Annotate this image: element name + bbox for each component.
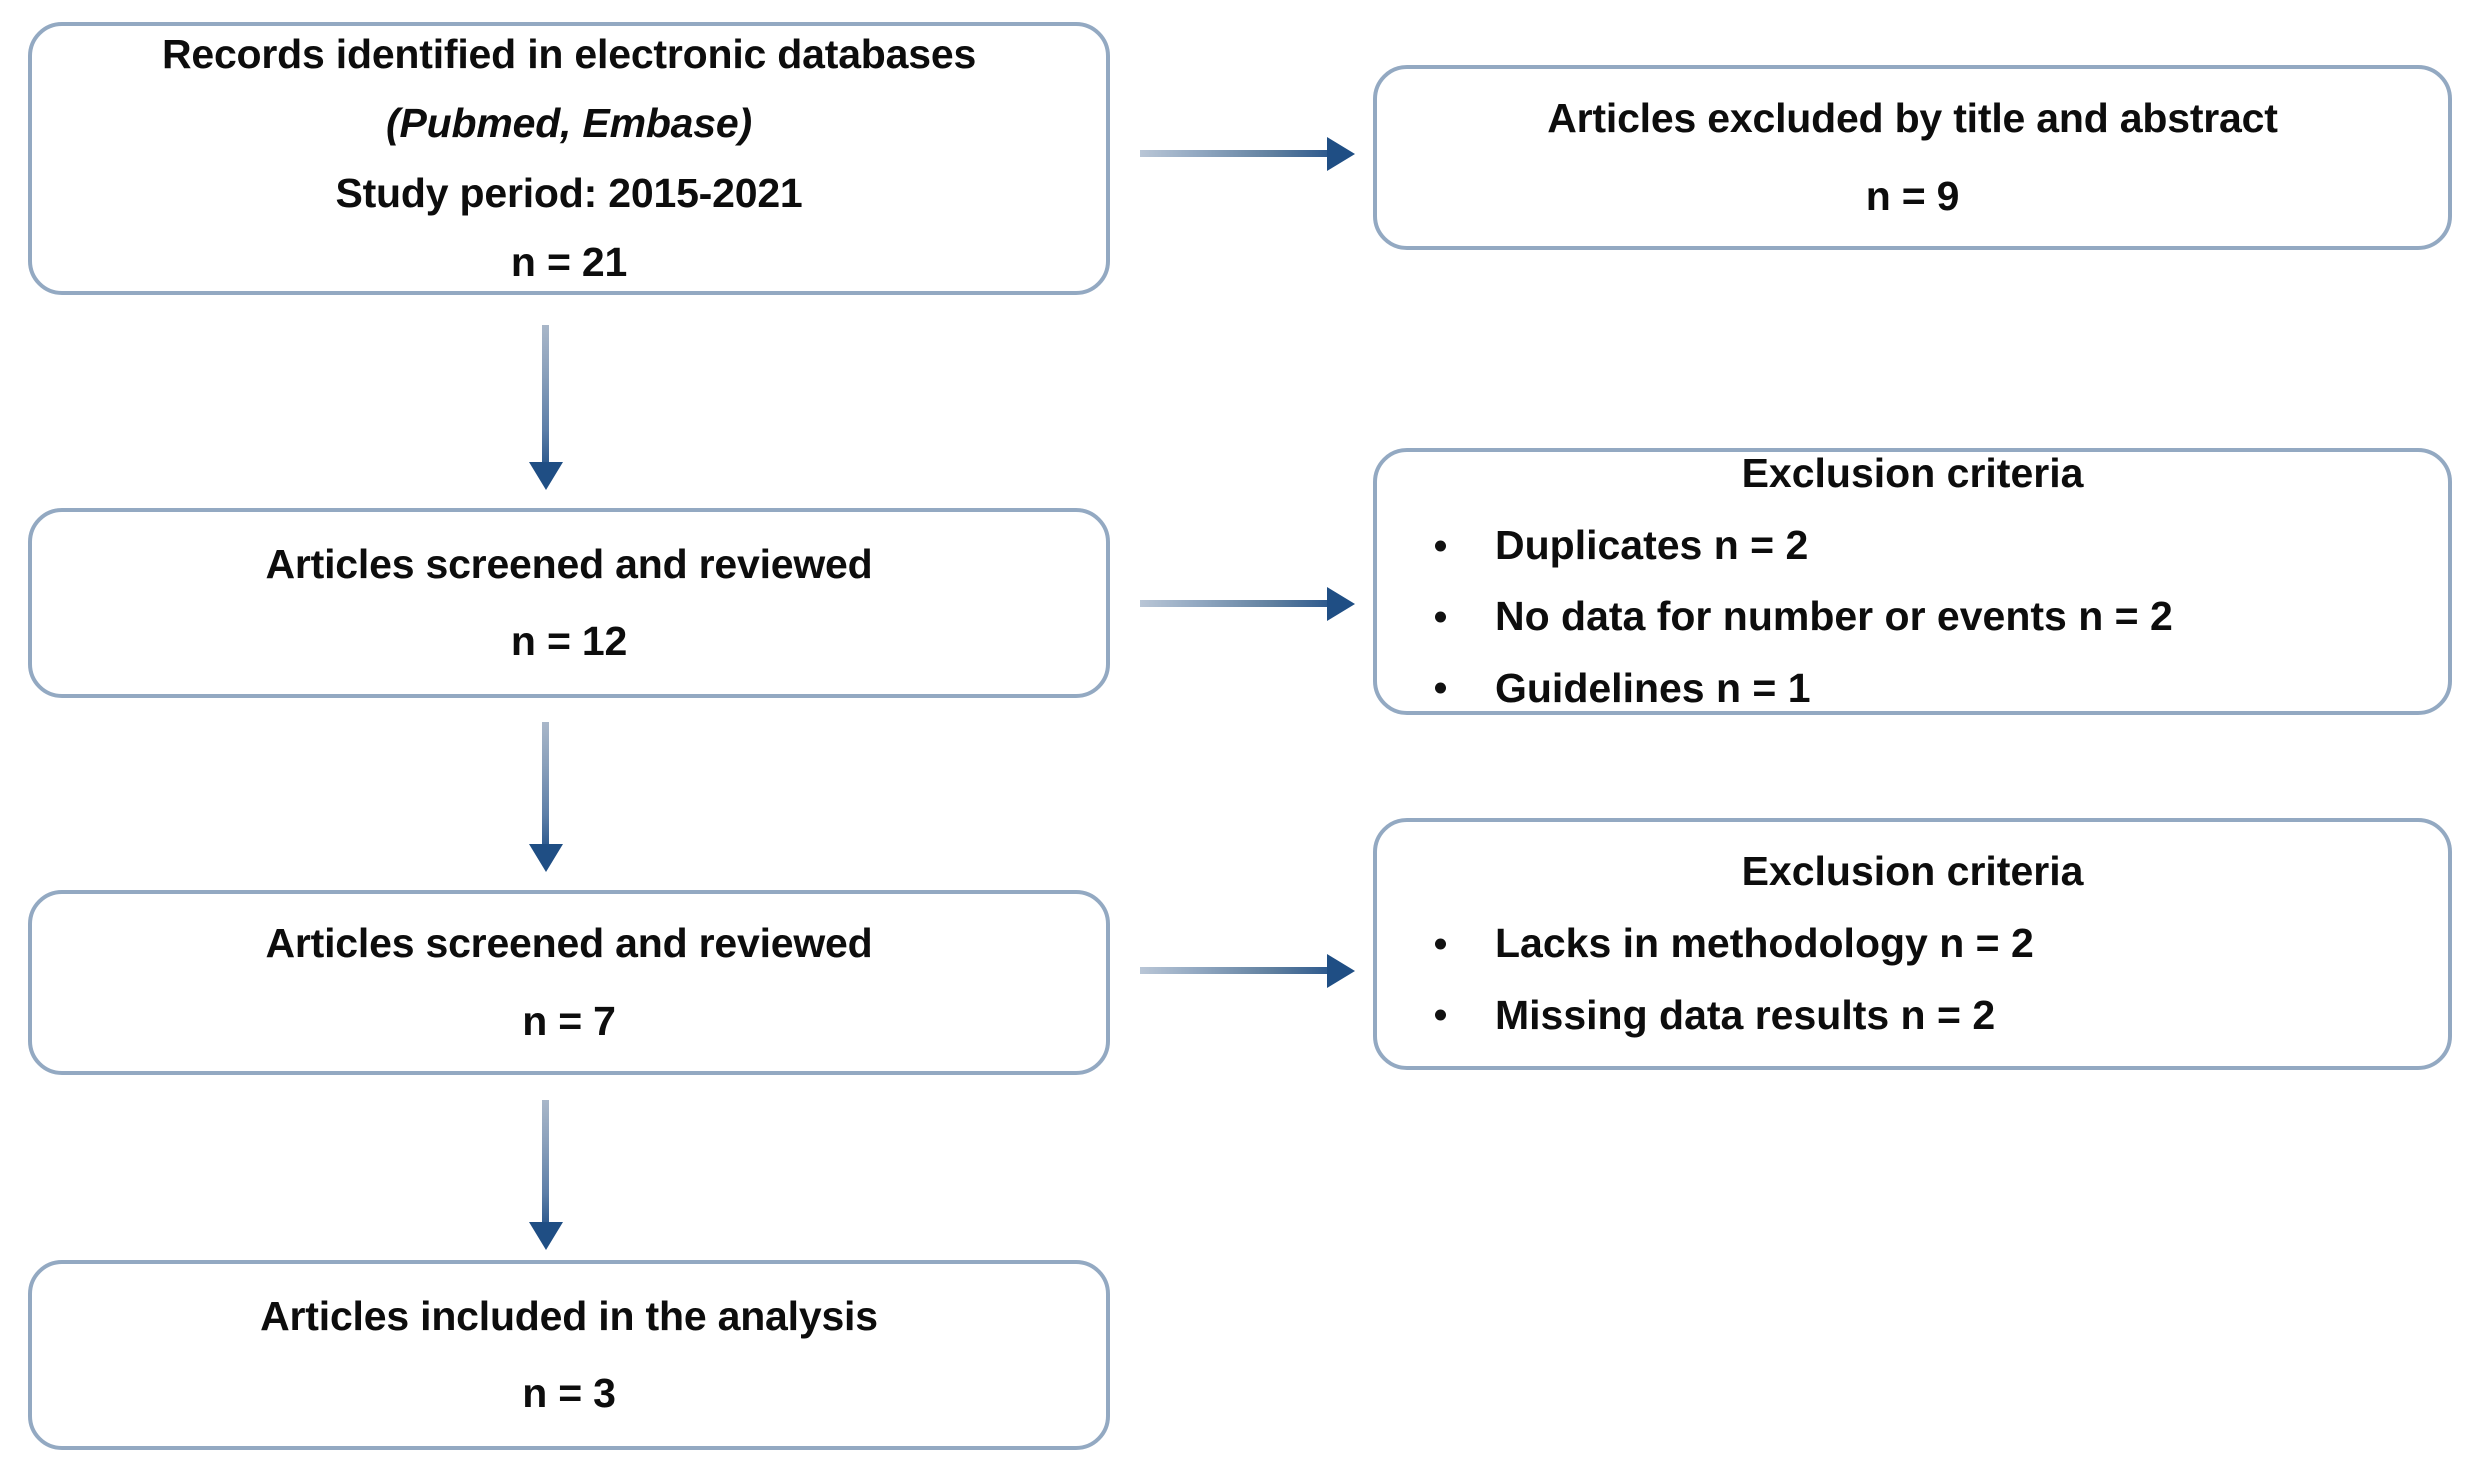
connector-screened-1-to-screened-2-arrow: [528, 722, 563, 872]
records-identified-sources: (Pubmed, Embase): [386, 100, 752, 147]
excluded-title-abstract-title: Articles excluded by title and abstract: [1547, 95, 2278, 142]
connector-screened-2-to-exclusion-2-arrow: [1140, 953, 1355, 988]
arrow-shaft: [1140, 967, 1329, 974]
bullet-icon: [1435, 682, 1446, 694]
excluded-title-abstract-count: n = 9: [1865, 172, 1960, 219]
box-exclusion-criteria-2: Exclusion criteria Lacks in methodology …: [1373, 818, 2452, 1070]
arrow-shaft: [1140, 600, 1329, 607]
arrow-head-icon: [1327, 136, 1355, 171]
screened-reviewed-1-count: n = 12: [510, 618, 628, 664]
connector-records-to-excluded-arrow: [1140, 136, 1355, 171]
list-item-label: No data for number or events n = 2: [1495, 593, 2173, 640]
box-screened-reviewed-1: Articles screened and reviewed n = 12: [28, 508, 1110, 698]
bullet-icon: [1435, 611, 1446, 623]
list-item: Missing data results n = 2: [1429, 991, 2448, 1038]
arrow-head-icon: [528, 1222, 563, 1250]
bullet-icon: [1435, 938, 1446, 950]
bullet-icon: [1435, 1009, 1446, 1021]
records-identified-title: Records identified in electronic databas…: [161, 31, 977, 78]
arrow-shaft: [542, 722, 549, 846]
screened-reviewed-2-title: Articles screened and reviewed: [265, 920, 873, 967]
included-analysis-title: Articles included in the analysis: [260, 1292, 878, 1339]
exclusion-criteria-2-title: Exclusion criteria: [1741, 848, 2084, 895]
arrow-head-icon: [1327, 953, 1355, 988]
list-item-label: Guidelines n = 1: [1495, 664, 1811, 711]
list-item: No data for number or events n = 2: [1429, 594, 2448, 639]
box-excluded-title-abstract: Articles excluded by title and abstract …: [1373, 65, 2452, 250]
included-analysis-count: n = 3: [522, 1370, 616, 1416]
screened-reviewed-2-count: n = 7: [522, 997, 616, 1044]
box-exclusion-criteria-1: Exclusion criteria Duplicates n = 2 No d…: [1373, 448, 2452, 715]
exclusion-criteria-1-list: Duplicates n = 2 No data for number or e…: [1377, 523, 2448, 710]
arrow-shaft: [542, 325, 549, 464]
records-identified-study-period: Study period: 2015-2021: [335, 169, 803, 216]
bullet-icon: [1435, 540, 1446, 552]
box-records-identified: Records identified in electronic databas…: [28, 22, 1110, 295]
arrow-head-icon: [1327, 586, 1355, 621]
list-item-label: Duplicates n = 2: [1495, 522, 1809, 569]
list-item: Lacks in methodology n = 2: [1429, 921, 2448, 966]
list-item: Guidelines n = 1: [1429, 664, 2448, 711]
list-item-label: Lacks in methodology n = 2: [1495, 920, 2034, 967]
exclusion-criteria-1-title: Exclusion criteria: [1741, 450, 2084, 497]
arrow-head-icon: [528, 462, 563, 490]
connector-screened-2-to-included-arrow: [528, 1100, 563, 1250]
records-identified-count: n = 21: [510, 238, 628, 285]
list-item-label: Missing data results n = 2: [1495, 991, 1996, 1038]
connector-screened-1-to-exclusion-1-arrow: [1140, 586, 1355, 621]
screened-reviewed-1-title: Articles screened and reviewed: [265, 540, 873, 587]
list-item: Duplicates n = 2: [1429, 523, 2448, 568]
arrow-head-icon: [528, 844, 563, 872]
arrow-shaft: [1140, 150, 1329, 157]
box-included-analysis: Articles included in the analysis n = 3: [28, 1260, 1110, 1450]
exclusion-criteria-2-list: Lacks in methodology n = 2 Missing data …: [1377, 921, 2448, 1037]
box-screened-reviewed-2: Articles screened and reviewed n = 7: [28, 890, 1110, 1075]
arrow-shaft: [542, 1100, 549, 1224]
connector-records-to-screened-1-arrow: [528, 325, 563, 490]
